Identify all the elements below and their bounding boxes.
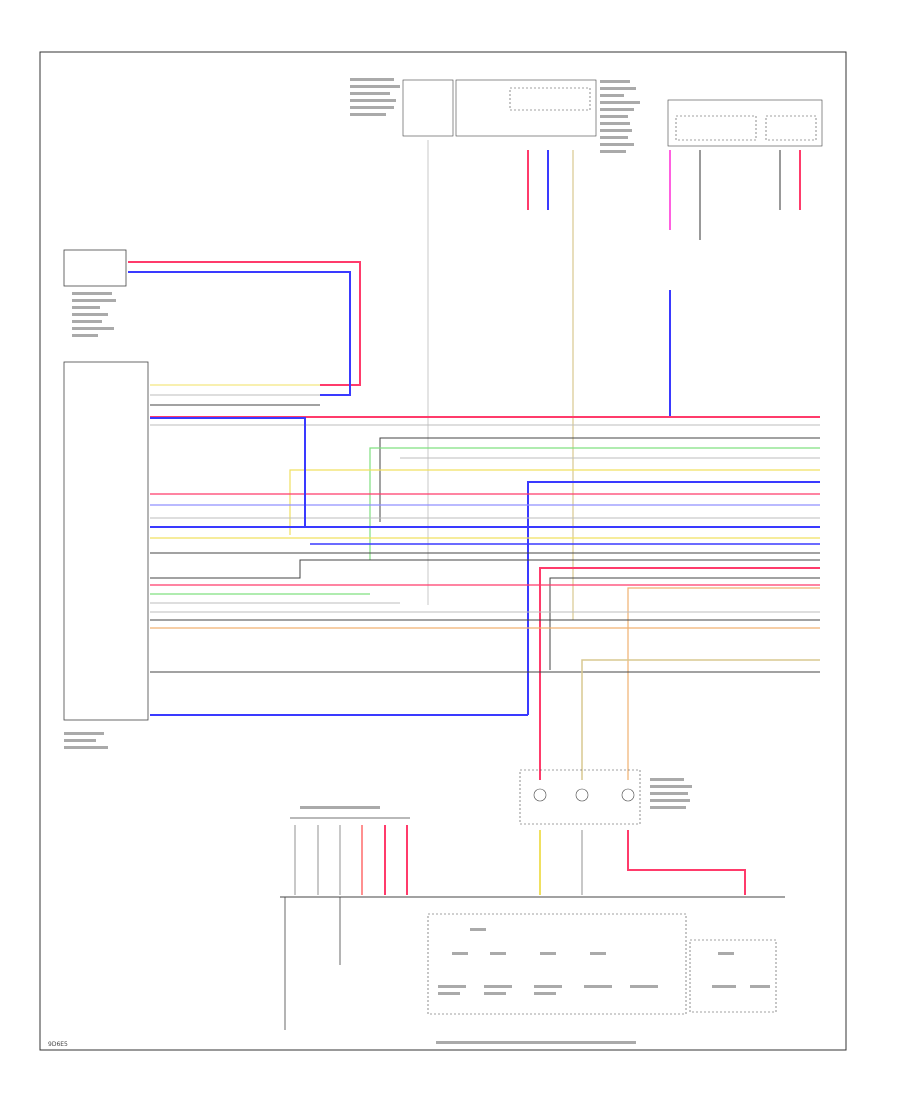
bus-red-c xyxy=(539,567,820,780)
top-right-switch xyxy=(667,99,823,147)
bus-blue-a xyxy=(527,481,820,715)
lamp-module-labels xyxy=(650,778,692,809)
bus-tan-a xyxy=(581,659,820,780)
bus-green-a xyxy=(369,447,820,560)
lamp-drops xyxy=(539,830,746,895)
bus-black-a xyxy=(379,437,820,522)
main-control-unit xyxy=(63,361,149,749)
footer-code: 9D6E5 xyxy=(48,1041,68,1048)
bus-yellow-a xyxy=(289,469,820,535)
switch-labels xyxy=(436,928,770,1044)
top-left-module xyxy=(63,249,127,337)
top-center-connector xyxy=(402,79,597,137)
wire-harness xyxy=(128,140,820,780)
switch-panel xyxy=(427,913,777,1015)
wire-blue-1 xyxy=(128,271,351,396)
wire-red-1 xyxy=(128,261,361,386)
bus-blue-c xyxy=(150,417,306,528)
bus-black-d xyxy=(549,577,820,670)
lamp-module xyxy=(519,769,641,825)
bus-black-c xyxy=(150,559,820,579)
diagram-frame xyxy=(39,51,847,1051)
top-center-labels xyxy=(350,78,640,153)
bottom-left-connector xyxy=(290,806,410,895)
bus-orange-a xyxy=(627,587,820,780)
